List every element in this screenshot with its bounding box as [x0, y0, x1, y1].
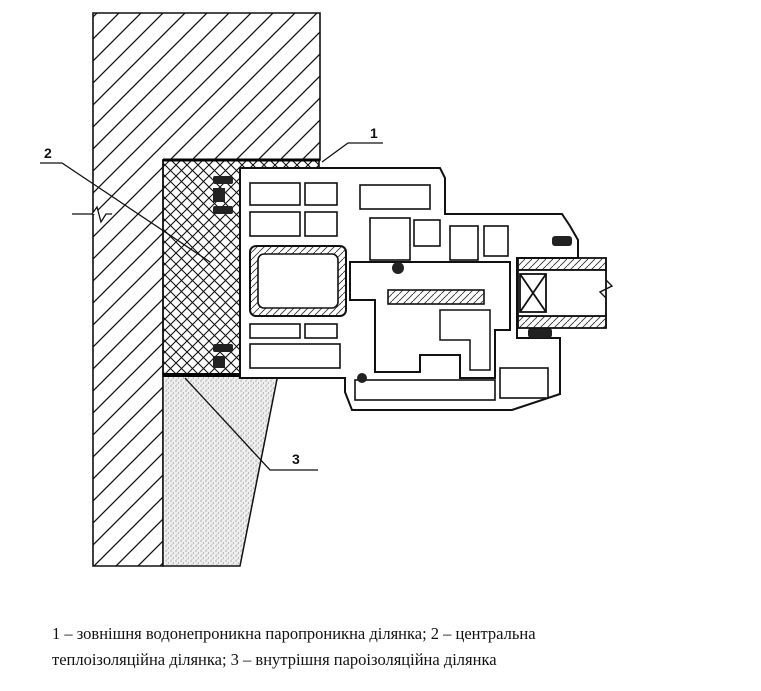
leader-1 — [321, 142, 383, 163]
gaskets — [213, 176, 572, 383]
reinforcement-core — [257, 253, 339, 309]
frame-chambers — [249, 182, 549, 401]
leader-2 — [40, 162, 211, 263]
caption-line-1: 1 – зовнішня водонепроникна паропроникна… — [52, 624, 536, 643]
inner-plaster-zone — [162, 373, 279, 567]
break-mark — [72, 205, 112, 224]
callout-2: 2 — [44, 145, 52, 161]
glazing-unit — [517, 257, 607, 329]
callout-3: 3 — [292, 451, 300, 467]
glass-outer-pane — [517, 257, 607, 271]
callout-1: 1 — [370, 125, 378, 141]
glass-break-mark — [598, 258, 614, 328]
caption-line-2: теплоізоляційна ділянка; 3 – внутрішня п… — [52, 650, 497, 669]
glass-inner-pane — [517, 315, 607, 329]
sash-inner-chamber — [439, 309, 491, 371]
callout-leaders — [40, 142, 383, 471]
figure-caption: 1 – зовнішня водонепроникна паропроникна… — [52, 621, 742, 673]
leader-3 — [184, 377, 318, 471]
window-junction-diagram: 1 2 3 — [40, 12, 614, 567]
sash-reinforcement — [387, 289, 485, 305]
